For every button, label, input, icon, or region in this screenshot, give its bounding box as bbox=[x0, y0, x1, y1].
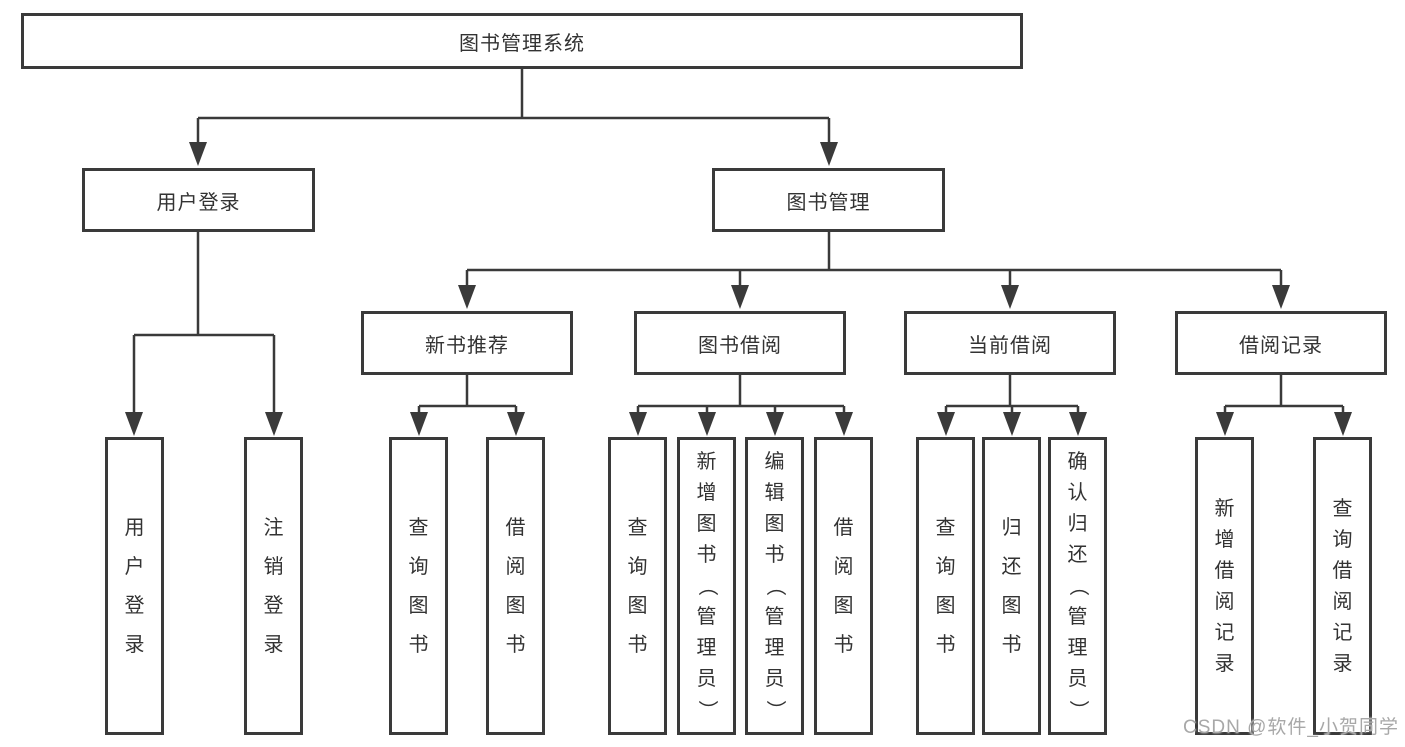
csdn-watermark: CSDN @软件_小贺同学 bbox=[1183, 717, 1399, 738]
node-book-borrowing: 图书借阅 bbox=[634, 311, 846, 375]
arrowhead-icons bbox=[125, 142, 1352, 436]
leaf-return-books: 归还图书 bbox=[982, 437, 1041, 735]
leaf-query-books-current: 查询图书 bbox=[916, 437, 975, 735]
node-user-login: 用户登录 bbox=[82, 168, 315, 232]
node-current-borrowing: 当前借阅 bbox=[904, 311, 1116, 375]
leaf-borrow-books-borrowing: 借阅图书 bbox=[814, 437, 873, 735]
node-new-book-recommend: 新书推荐 bbox=[361, 311, 573, 375]
node-borrow-records-label: 借阅记录 bbox=[1239, 334, 1323, 357]
leaf-query-books-borrowing: 查询图书 bbox=[608, 437, 667, 735]
leaf-confirm-return-admin-label: 确认归还（管理员） bbox=[1066, 451, 1089, 720]
leaf-edit-book-admin-label: 编辑图书（管理员） bbox=[763, 451, 786, 720]
node-book-management-label: 图书管理 bbox=[786, 191, 871, 214]
node-current-borrowing-label: 当前借阅 bbox=[968, 334, 1052, 357]
leaf-borrow-books-recommend: 借阅图书 bbox=[486, 437, 545, 735]
leaf-query-books-current-label: 查询图书 bbox=[935, 516, 956, 656]
leaf-add-borrow-record: 新增借阅记录 bbox=[1195, 437, 1254, 735]
connector-segments bbox=[132, 69, 1345, 413]
leaf-user-login-label: 用户登录 bbox=[124, 516, 145, 656]
leaf-query-books-recommend-label: 查询图书 bbox=[408, 516, 429, 656]
leaf-logout: 注销登录 bbox=[244, 437, 303, 735]
leaf-query-borrow-record: 查询借阅记录 bbox=[1313, 437, 1372, 735]
node-book-management: 图书管理 bbox=[712, 168, 945, 232]
leaf-query-books-borrowing-label: 查询图书 bbox=[627, 516, 648, 656]
leaf-user-login: 用户登录 bbox=[105, 437, 164, 735]
node-new-book-recommend-label: 新书推荐 bbox=[425, 334, 509, 357]
node-library-system: 图书管理系统 bbox=[21, 13, 1023, 69]
leaf-query-borrow-record-label: 查询借阅记录 bbox=[1332, 497, 1353, 675]
leaf-query-books-recommend: 查询图书 bbox=[389, 437, 448, 735]
node-borrow-records: 借阅记录 bbox=[1175, 311, 1387, 375]
leaf-confirm-return-admin: 确认归还（管理员） bbox=[1048, 437, 1107, 735]
node-user-login-label: 用户登录 bbox=[156, 191, 241, 214]
node-library-system-label: 图书管理系统 bbox=[459, 32, 585, 55]
leaf-edit-book-admin: 编辑图书（管理员） bbox=[745, 437, 804, 735]
leaf-add-book-admin-label: 新增图书（管理员） bbox=[695, 451, 718, 720]
leaf-add-book-admin: 新增图书（管理员） bbox=[677, 437, 736, 735]
leaf-add-borrow-record-label: 新增借阅记录 bbox=[1214, 497, 1235, 675]
leaf-borrow-books-recommend-label: 借阅图书 bbox=[505, 516, 526, 656]
leaf-return-books-label: 归还图书 bbox=[1001, 516, 1022, 656]
leaf-logout-label: 注销登录 bbox=[263, 516, 284, 656]
leaf-borrow-books-borrowing-label: 借阅图书 bbox=[833, 516, 854, 656]
node-book-borrowing-label: 图书借阅 bbox=[698, 334, 782, 357]
